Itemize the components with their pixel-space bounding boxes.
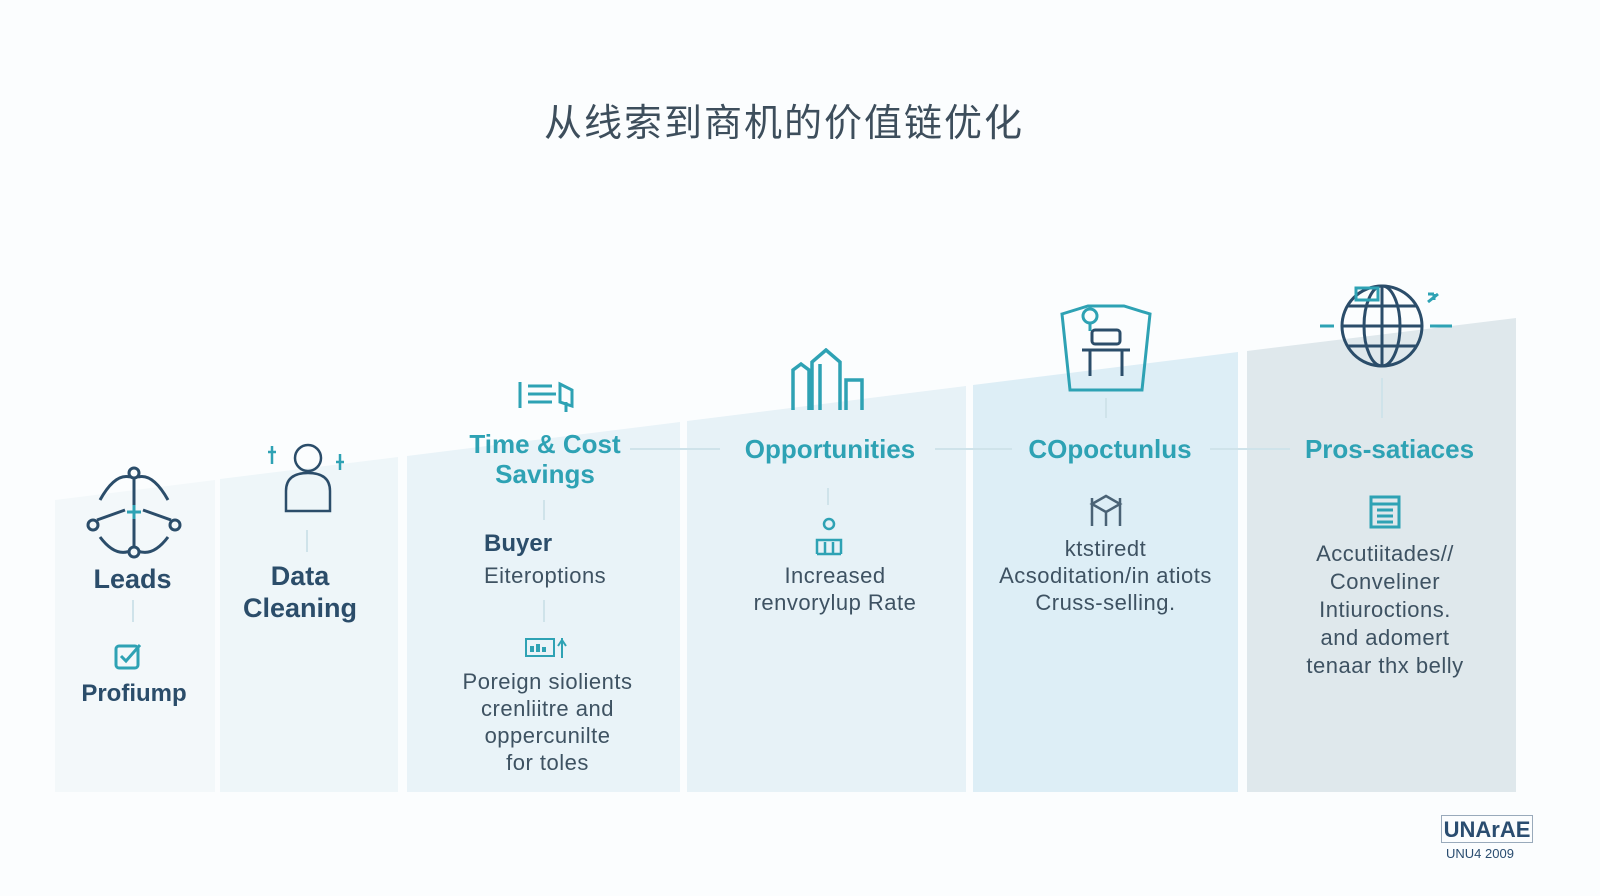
column-heading-5: COpoctunlus bbox=[1028, 434, 1192, 464]
person-icon bbox=[268, 443, 344, 513]
column-sub-label: Profiump bbox=[81, 680, 187, 707]
body-line: Acsoditation/in atiots bbox=[999, 563, 1212, 588]
network-icon bbox=[86, 466, 182, 559]
body-line: Increased bbox=[784, 563, 886, 588]
logo: UNArAE bbox=[1441, 815, 1533, 843]
body-line: for toles bbox=[506, 750, 589, 775]
column-heading-data-cleaning: Data Cleaning bbox=[225, 560, 375, 624]
body-line: crenliitre and bbox=[481, 696, 614, 721]
body-line: Conveliner bbox=[1329, 569, 1441, 594]
checkbox-icon bbox=[114, 644, 142, 670]
megaphone-icon bbox=[518, 381, 574, 412]
body-line: Accutiitades// bbox=[1316, 541, 1454, 566]
column-panel-1 bbox=[55, 480, 215, 792]
column-heading-6: Pros-satiaces bbox=[1304, 434, 1475, 464]
heading-text: Data Cleaning bbox=[242, 561, 357, 623]
column-panel-5 bbox=[973, 352, 1238, 792]
body-line: tenaar thx belly bbox=[1306, 653, 1464, 678]
column-panel-4 bbox=[687, 386, 966, 792]
column-panel-2 bbox=[220, 457, 398, 792]
presentation-icon bbox=[1060, 304, 1152, 392]
cube-icon bbox=[1089, 494, 1123, 526]
heading-line: Time & Cost bbox=[469, 429, 621, 459]
body-line: Intiuroctions. bbox=[1319, 597, 1451, 622]
body-line: ktstiredt bbox=[1064, 536, 1147, 561]
column-panel-6 bbox=[1247, 318, 1516, 792]
heading-line: Savings bbox=[495, 459, 595, 489]
body-line: Cruss-selling. bbox=[1035, 590, 1176, 615]
column-heading-leads: Leads bbox=[93, 564, 172, 594]
page-title: 从线索到商机的价值链优化 bbox=[543, 101, 1024, 145]
person-desk-icon bbox=[815, 517, 843, 556]
body-line: oppercunilte bbox=[484, 723, 611, 748]
buyer-label: Buyer bbox=[484, 530, 553, 557]
chart-panel-icon bbox=[525, 638, 567, 658]
buyer-desc: Eiteroptions bbox=[484, 563, 607, 588]
body-line: and adomert bbox=[1320, 625, 1450, 650]
column-heading-opportunities: Opportunities bbox=[744, 434, 916, 464]
body-line: Poreign siolients bbox=[462, 669, 633, 694]
document-icon bbox=[1369, 495, 1401, 529]
logo-subtext: UNU4 2009 bbox=[1446, 846, 1514, 861]
buildings-icon bbox=[791, 348, 864, 410]
globe-icon bbox=[1320, 284, 1452, 368]
body-line: renvorylup Rate bbox=[753, 590, 917, 615]
